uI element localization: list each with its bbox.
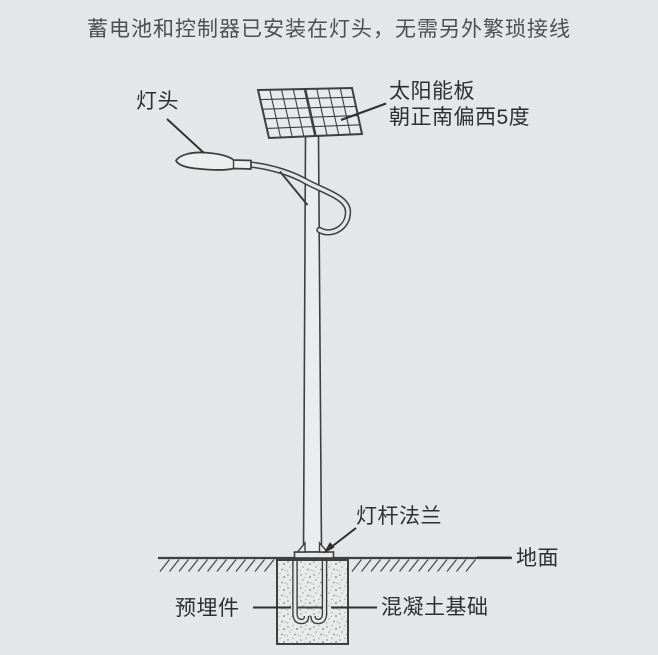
flange-leader-arrowhead xyxy=(323,542,335,554)
solar-panel-label-line1: 太阳能板 xyxy=(389,80,475,103)
solar-panel-label-line2: 朝正南偏西5度 xyxy=(389,106,531,129)
pole-flange-label: 灯杆法兰 xyxy=(356,505,442,528)
concrete-foundation-label: 混凝土基础 xyxy=(381,596,489,619)
heading-note: 蓄电池和控制器已安装在灯头，无需另外繁琐接线 xyxy=(87,18,571,41)
ground-label: 地面 xyxy=(516,547,559,570)
lamp-head-leader xyxy=(166,118,205,154)
solar-panel xyxy=(256,86,364,140)
flange-gusset-right xyxy=(318,541,330,553)
pole-flange xyxy=(293,541,335,559)
arm-brace xyxy=(279,170,309,206)
solar-panel-label: 太阳能板 朝正南偏西5度 xyxy=(389,79,530,131)
ground-line xyxy=(158,556,512,572)
lamp-head xyxy=(175,151,252,171)
panel-center-divider xyxy=(303,88,317,137)
solar-panel-leader xyxy=(340,102,387,121)
concrete-foundation-block xyxy=(276,559,349,645)
pole xyxy=(302,135,323,553)
ground-hatching xyxy=(159,559,477,572)
leader-lines xyxy=(166,102,511,609)
lamp-head-label: 灯头 xyxy=(136,90,179,113)
anchor-bolts xyxy=(292,561,328,625)
lamp-arm xyxy=(246,161,352,236)
flange-gusset-left xyxy=(296,541,306,553)
embedded-part-label: 预埋件 xyxy=(175,597,240,620)
